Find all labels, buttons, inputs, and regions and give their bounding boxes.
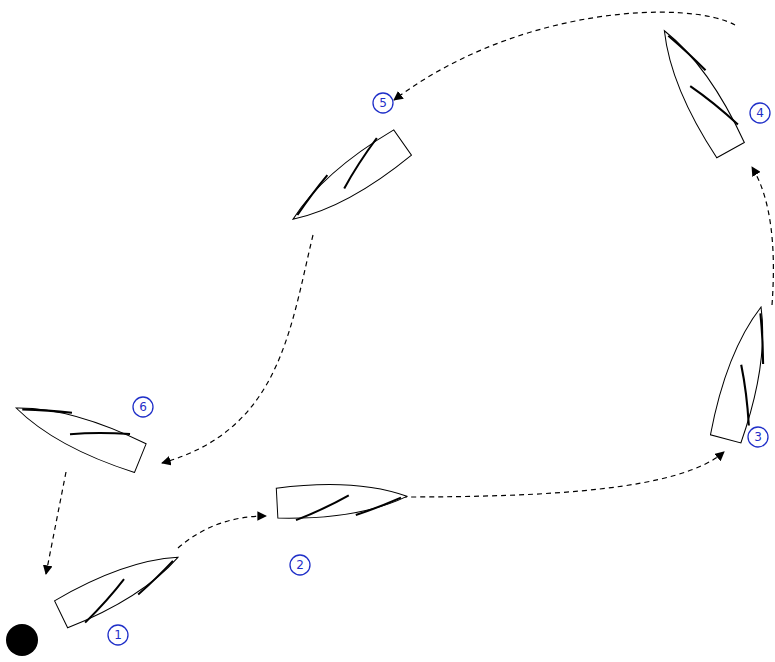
callout-number: 3 (748, 427, 768, 447)
boat (282, 127, 412, 233)
callout-circles (108, 93, 770, 645)
callout-number: 6 (133, 397, 153, 417)
boat (709, 303, 775, 444)
boat (10, 391, 147, 474)
mark-buoy (6, 624, 38, 656)
callout-number: 5 (373, 93, 393, 113)
callout-number: 1 (108, 625, 128, 645)
callout-number: 4 (750, 103, 770, 123)
callout-number: 2 (290, 555, 310, 575)
course-path (46, 12, 773, 574)
boat (54, 543, 186, 631)
boat (649, 22, 747, 159)
boat (276, 480, 408, 521)
